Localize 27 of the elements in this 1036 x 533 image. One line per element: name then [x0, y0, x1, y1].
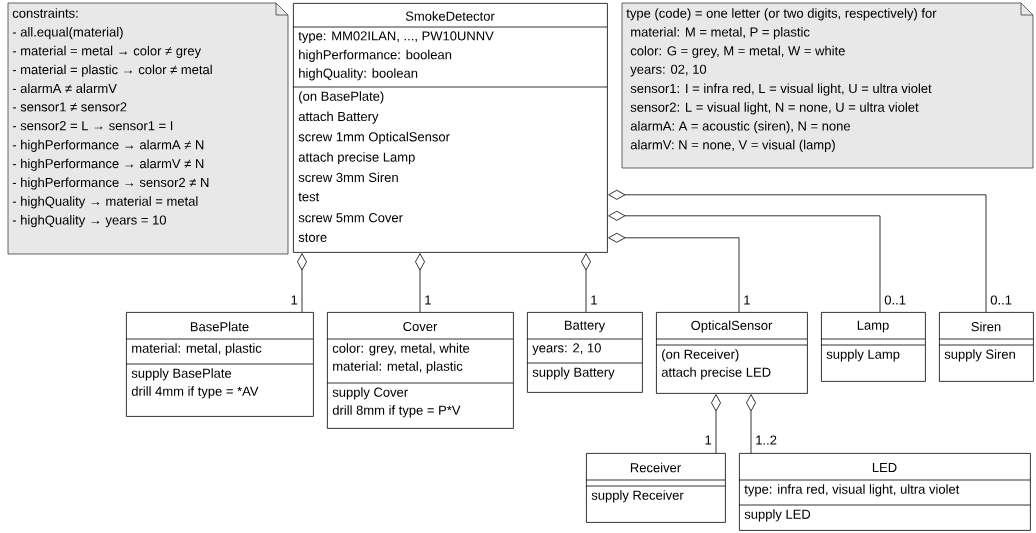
multiplicity-label: 1 — [425, 295, 431, 305]
multiplicity-label: 0..1 — [884, 295, 906, 305]
multiplicity-label: 1 — [705, 435, 712, 445]
class-box: Battery years: 2, 10 supply Battery — [526, 312, 643, 393]
multiplicity-label: 1 — [591, 295, 597, 305]
class-box: OpticalSensor (on Receiver) attach precise LED — [655, 312, 808, 394]
class-box: Cover color: grey, metal, white material: metal, plastic supply Cover drill 8mm if type = P*V — [326, 312, 514, 429]
aggregation-line — [608, 210, 881, 313]
multiplicity-label: 1..2 — [756, 435, 777, 445]
class-box: LED type: infra red, visual light, ultra violet supply LED — [738, 453, 1031, 531]
multiplicity-label: 0..1 — [990, 295, 1012, 305]
multiplicity-label: 1 — [744, 295, 750, 305]
aggregation-line — [608, 232, 740, 313]
class-box: BasePlate material: metal, plastic supply BasePlate drill 4mm if type = *AV — [125, 312, 314, 417]
aggregation-line — [581, 253, 591, 313]
multiplicity-label: 1 — [291, 295, 298, 305]
aggregation-line — [711, 394, 721, 454]
aggregation-line — [415, 253, 425, 313]
aggregation-line — [608, 189, 987, 313]
class-box: Receiver supply Receiver — [585, 453, 726, 523]
note-box: type (code) = one letter (or two digits, respectively) for material: M = metal, P = plastic color: G = grey, M = metal, W = white years: 02, 10 sensor1: I = infra red, L = visual light, U = ultra violet sensor2: L = visual light, N = none, U = ultra violet alarmA: A = acoustic (siren), N = none alarmV: N = none, V = visual (lamp) — [621, 2, 1034, 169]
class-box: Siren supply Siren — [938, 312, 1034, 382]
note-box: constraints: - all.equal(material) - material = metal → color ≠ grey - material = plastic → color ≠ metal - alarmA ≠ alarmV - sensor1 ≠ sensor2 - sensor2 = L → sensor1 = I - highPerformance → alarmA ≠ N - highPerformance → alarmV ≠ N - highPerformance → sensor2 ≠ N - highQuality → material = metal - highQuality → years = 10 — [7, 2, 289, 255]
aggregation-line — [746, 394, 756, 454]
class-box: Lamp supply Lamp — [820, 312, 926, 382]
class-box: SmokeDetector type: MM02ILAN, ..., PW10UNNV highPerformance: boolean highQuality: boolean (on BasePlate) attach Battery screw 1mm OpticalSensor attach precise Lamp screw 3mm Siren test screw 5mm Cover store — [292, 3, 608, 253]
aggregation-line — [297, 253, 307, 313]
